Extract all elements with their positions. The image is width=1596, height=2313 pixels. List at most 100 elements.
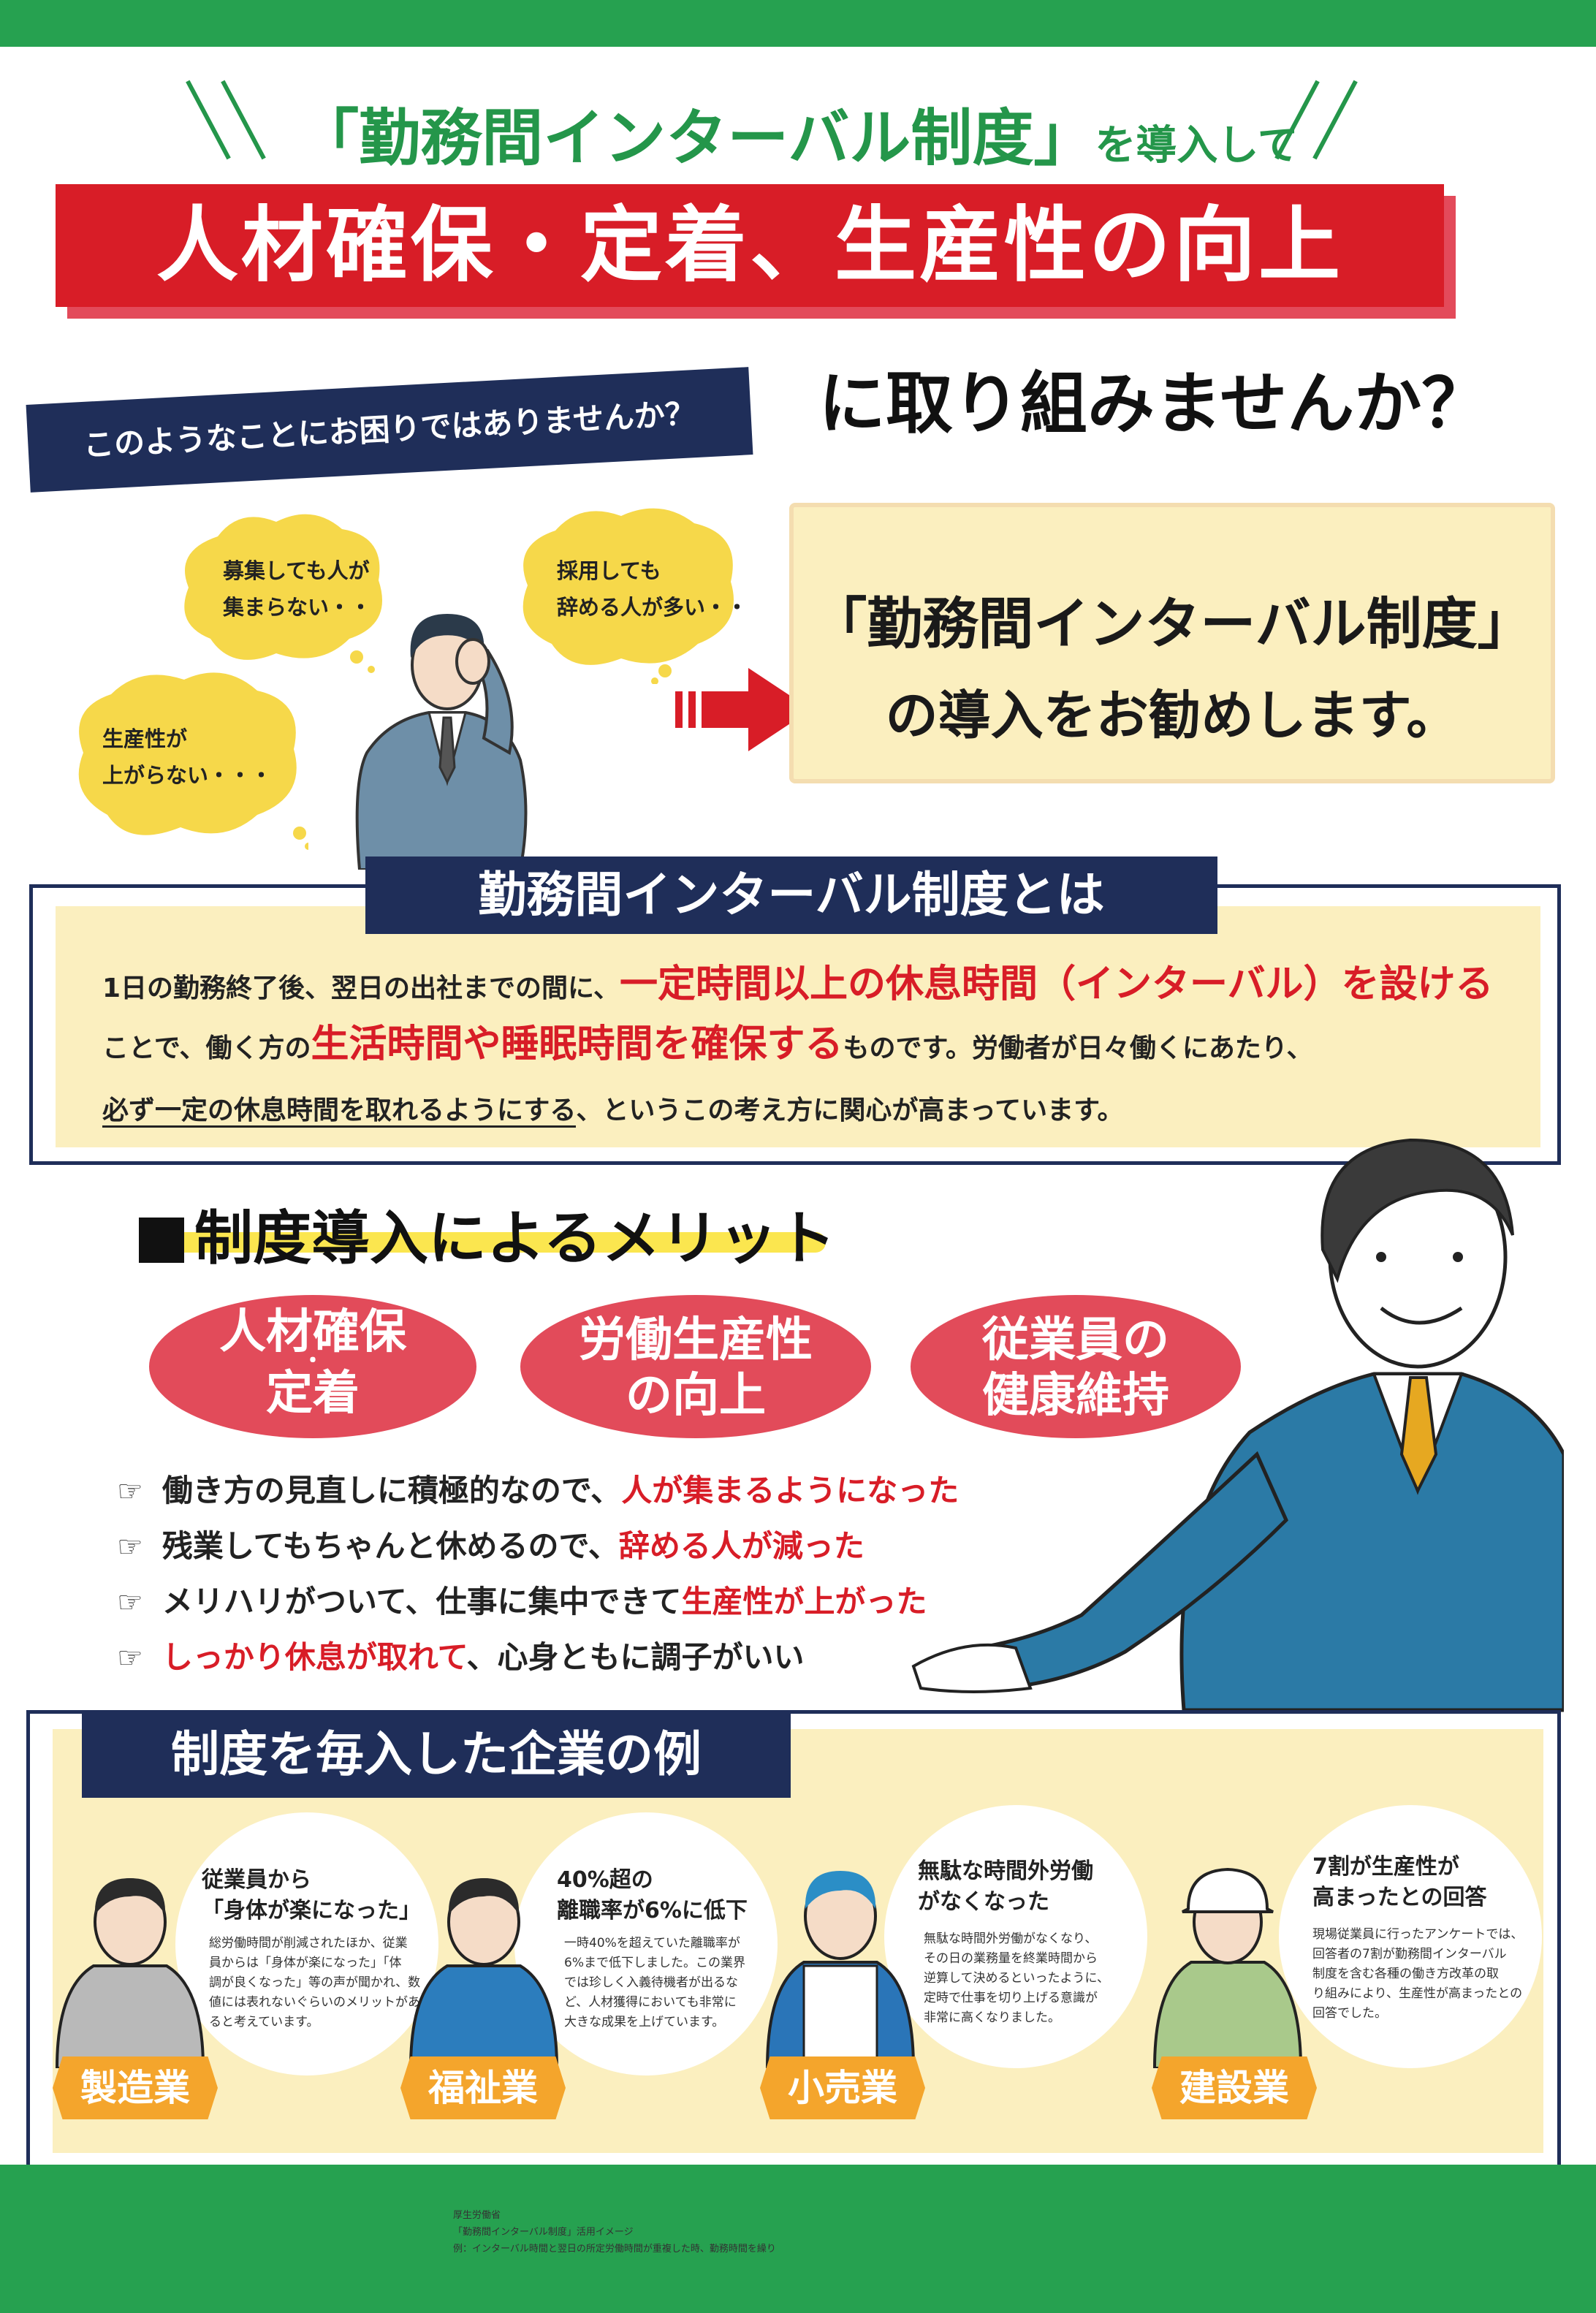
pill-1-dot: ・ [302,1348,324,1374]
example-3-body-1: その日の業務量を終業時間から [924,1951,1098,1966]
example-3-body: 無駄な時間外労働がなくなり、 その日の業務量を終業時間から 逆算して決めるといっ… [924,1929,1109,2028]
bubble-3-line2: 上がらない・・・ [102,763,273,788]
example-2-head1: 40%超の [557,1867,653,1893]
footer-line1: 厚生労働省 [453,2210,501,2221]
about-l2b: 生活時間や睡眠時間を確保する [311,1022,843,1066]
bullet-4-red: しっかり休息が取れて [162,1639,467,1675]
example-1-body-0: 総労働時間が削減されたほか、従業 [209,1936,408,1951]
about-l3b: 、というこの考え方に関心が高まっています。 [576,1095,1124,1125]
about-line-2: ことで、働く方の生活時間や睡眠時間を確保するものです。労働者が日々働くにあたり、 [102,1013,1312,1068]
tag-welfare: 福祉業 [400,2056,566,2119]
thought-bubble-1 [184,514,382,673]
example-3-head1: 無駄な時間外労働 [918,1858,1093,1884]
worker-retail-illustration [765,1871,916,2068]
tag-construction: 建設業 [1152,2056,1317,2119]
about-l1a: 1日の勤務終了後、翌日の出社までの間に、 [102,973,620,1003]
pointing-hand-icon: ☞ [117,1641,143,1675]
worries-banner: このようなことにお困りではありませんか？ [26,367,753,493]
merit-bullet-1: ☞ 働き方の見直しに積極的なので、人が集まるようになった [117,1466,959,1511]
bubble-2-text: 採用しても 辞める人が多い・・ [557,552,748,626]
bullet-1-plain: 働き方の見直しに積極的なので、 [162,1473,622,1508]
worker-factory-illustration [55,1878,205,2068]
worker-construction-illustration [1152,1867,1303,2068]
bubble-1-text: 募集しても人が 集まらない・・ [223,552,371,626]
merit-pill-productivity: 労働生産性 の向上 [520,1295,871,1438]
merit-pill-recruitment: 人材確保 ・ 定着 [149,1295,476,1438]
merit-title-text: 制度導入によるメリット [194,1204,836,1272]
footer-notes: 厚生労働省 「勤務間インターバル制度」活用イメージ 例：インターバル時間と翌日の… [453,2207,776,2257]
about-line-1: 1日の勤務終了後、翌日の出社までの間に、一定時間以上の休息時間（インターバル）を… [102,953,1493,1008]
example-4-body-2: 制度を含む各種の働き方改革の取 [1312,1967,1499,1981]
lead-heading: 「勤務間インターバル制度」を導入して [0,89,1596,178]
merit-title: 制度導入によるメリット [139,1191,836,1276]
footer-line2: 「勤務間インターバル制度」活用イメージ [453,2227,634,2238]
bullet-3-plain: メリハリがついて、仕事に集中できて [162,1584,682,1619]
worried-man-illustration [355,614,528,870]
square-bullet-icon [139,1218,184,1263]
pointing-hand-icon: ☞ [117,1586,143,1619]
example-2-head2: 離職率が6%に低下 [557,1898,748,1923]
example-4-head2: 高まったとの回答 [1312,1885,1487,1910]
example-2-body: 一時40%を超えていた離職率が 6%まで低下しました。この業界 では珍しく入義待… [564,1934,745,2032]
merit-bullet-4: ☞ しっかり休息が取れて、心身ともに調子がいい [117,1633,805,1677]
right-arrow-icon [675,668,811,751]
tag-manufacturing: 製造業 [53,2056,218,2119]
example-4-body-3: り組みにより、生産性が高まったとの [1312,1986,1523,2001]
example-4-head1: 7割が生産性が [1312,1854,1459,1880]
bubble-3-text: 生産性が 上がらない・・・ [102,721,272,794]
example-3-heading: 無駄な時間外労働 がなくなった [918,1856,1093,1918]
about-line-3: 必ず一定の休息時間を取れるようにする、というこの考え方に関心が高まっています。 [102,1089,1124,1128]
lead-suffix: を導入して [1095,122,1299,170]
footer-line3: 例：インターバル時間と翌日の所定労働時間が重複した時、勤務時間を繰り [453,2244,776,2255]
about-title: 勤務間インターバル制度とは [365,857,1217,934]
bullet-4-tail: 、心身ともに調子がいい [466,1639,805,1675]
pointing-hand-icon: ☞ [117,1475,143,1508]
example-2-heading: 40%超の 離職率が6%に低下 [557,1865,748,1926]
bullet-1-red: 人が集まるようになった [621,1473,960,1508]
main-headline: 人材確保・定着、生産性の向上 [56,184,1444,307]
examples-title: 制度を毎入した企業の例 [82,1712,791,1798]
example-4-body-4: 回答でした。 [1312,2006,1387,2021]
example-2-body-2: では珍しく入義待機者が出るな [564,1975,738,1990]
bubble-1-line2: 集まらない・・ [223,595,372,620]
tag-retail: 小売業 [760,2056,925,2119]
pill-1-line2: 定着 [266,1367,360,1421]
pill-3-line1: 従業員の [982,1313,1169,1367]
example-1-heading: 従業員から 「身体が楽になった」 [202,1865,421,1926]
lead-quote: 「勤務間インターバル制度」 [297,102,1095,174]
thought-bubble-3 [78,672,308,850]
example-1-circle [175,1812,438,2075]
about-panel [56,906,1540,1147]
worker-welfare-illustration [408,1878,559,2068]
bullet-2-plain: 残業してもちゃんと休めるので、 [162,1528,619,1564]
example-4-heading: 7割が生産性が 高まったとの回答 [1312,1852,1487,1913]
bubble-1-line1: 募集しても人が [223,558,370,583]
example-2-body-0: 一時40%を超えていた離職率が [564,1936,740,1951]
example-4-circle [1279,1805,1542,2068]
example-2-body-4: 大きな成果を上げています。 [564,2015,725,2029]
bubble-3-line1: 生産性が [102,726,188,751]
example-2-circle [514,1812,778,2075]
thought-bubble-2 [522,508,734,684]
example-1-body-2: 調が良くなった」等の声が聞かれ、数 [209,1975,421,1990]
pill-3-line2: 健康維持 [982,1369,1169,1423]
example-3-body-3: 定時で仕事を切り上げる意識が [924,1991,1098,2005]
example-4-body-0: 現場従業員に行ったアンケートでは、 [1312,1927,1524,1942]
example-3-body-0: 無駄な時間外労働がなくなり、 [924,1932,1098,1946]
merit-title-highlight [168,1232,826,1253]
recommend-line2: の導入をお勧めします。 [885,685,1459,746]
bottom-green-bar [0,2165,1596,2313]
example-4-body: 現場従業員に行ったアンケートでは、 回答者の7割が勤務間インターバル 制度を含む… [1312,1925,1523,2024]
recommend-line1: 「勤務間インターバル制度」 [811,591,1533,656]
pill-1-line1: 人材確保 [219,1305,406,1359]
example-1-head1: 従業員から [202,1867,311,1893]
headline-subline: に取り組みませんか？ [818,365,1489,443]
pill-2-line1: 労働生産性 [579,1313,813,1367]
example-2-body-1: 6%まで低下しました。この業界 [564,1956,745,1970]
merit-pill-health: 従業員の 健康維持 [911,1295,1241,1438]
bubble-2-line1: 採用しても [557,558,661,583]
about-l2c: ものです。労働者が日々働くにあたり、 [843,1033,1313,1063]
presenting-man-illustration [911,1138,1564,1712]
example-1-body-3: 値には表れないぐらいのメリットがあ [209,1995,420,2010]
example-3-circle [884,1805,1147,2068]
